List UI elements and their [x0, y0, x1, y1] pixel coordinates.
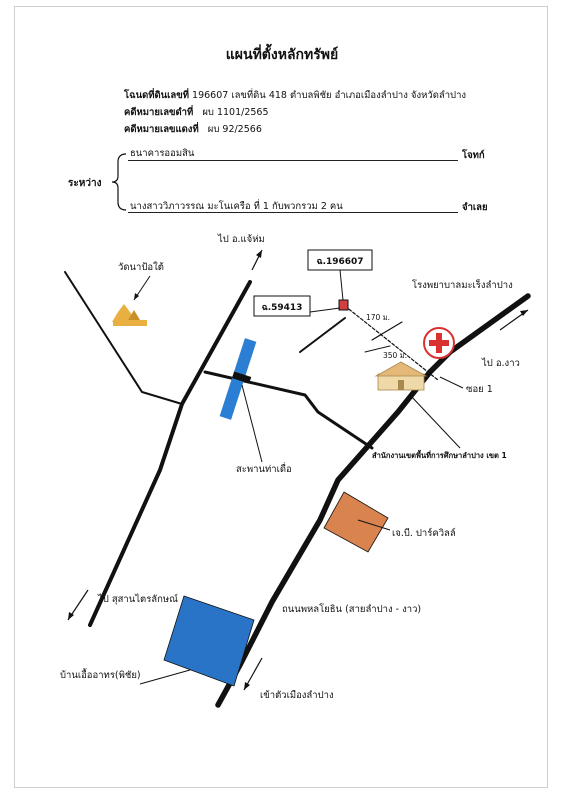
- soi-1-road: [344, 305, 439, 381]
- branch-170: [371, 321, 403, 341]
- to-cemetery-arrowhead: [68, 612, 74, 620]
- black-case-line: คดีหมายเลขดำที่ ผบ 1101/2565: [124, 105, 269, 120]
- deed-value: 196607 เลขที่ดิน 418 ตำบลพิชัย อำเภอเมือ…: [192, 90, 467, 101]
- deed-line: โฉนดที่ดินเลขที่ 196607 เลขที่ดิน 418 ตำ…: [124, 88, 466, 103]
- red-case-line: คดีหมายเลขแดงที่ ผบ 92/2566: [124, 122, 262, 137]
- distance-170-label: 170 ม.: [366, 313, 390, 322]
- brace-shape: [111, 153, 127, 211]
- soi-1-label: ซอย 1: [466, 384, 493, 395]
- to-chae-hom-label: ไป อ.แจ้ห่ม: [217, 233, 265, 245]
- red-case-label: คดีหมายเลขแดงที่: [124, 124, 199, 135]
- defendant-role: จำเลย: [462, 202, 488, 213]
- main-road-label: ถนนพหลโยธิน (สายลำปาง - งาว): [282, 603, 421, 615]
- main-road: [215, 293, 531, 708]
- baan-uea-leader: [139, 669, 191, 685]
- to-city-arrowhead: [244, 682, 250, 690]
- school-building-icon: [374, 361, 428, 391]
- temple-arrowhead: [134, 293, 139, 300]
- road-west: [88, 280, 252, 627]
- edu-office-leader: [409, 394, 461, 449]
- road-temple: [64, 271, 183, 405]
- deed-main-label: ฉ.196607: [316, 257, 363, 267]
- to-ngao-arrowhead: [520, 310, 528, 316]
- to-ngao-label: ไป อ.งาว: [481, 357, 520, 369]
- jp-park-leader: [357, 519, 391, 531]
- black-case-value: ผบ 1101/2565: [202, 107, 269, 118]
- black-case-label: คดีหมายเลขดำที่: [124, 107, 194, 118]
- temple-label: วัดนาป้อใต้: [118, 261, 164, 273]
- hospital-label: โรงพยาบาลมะเร็งลำปาง: [412, 278, 513, 291]
- red-case-value: ผบ 92/2566: [207, 124, 262, 135]
- deed-main-leader: [339, 269, 344, 301]
- road-network: [64, 271, 531, 708]
- north-arrowhead: [256, 250, 262, 258]
- hospital-cross-icon: [423, 327, 455, 359]
- plaintiff-name: ธนาคารออมสิน: [130, 148, 195, 159]
- baan-uea-plot: [163, 595, 255, 687]
- defendant-underline: [128, 212, 458, 213]
- bridge-label: สะพานท่าเดื่อ: [236, 462, 292, 475]
- between-label: ระหว่าง: [68, 178, 102, 189]
- deed-main-box: ฉ.196607: [307, 249, 373, 271]
- branch-350: [364, 345, 391, 353]
- road-deed-near: [299, 317, 346, 353]
- page-title: แผนที่ตั้งหลักทรัพย์: [225, 47, 339, 63]
- page-border: [14, 6, 548, 788]
- deed-near-leader: [309, 307, 341, 313]
- deed-near-box: ฉ.59413: [253, 295, 311, 317]
- baan-uea-label: บ้านเอื้ออาทร(พิชัย): [60, 668, 141, 681]
- deed-near-label: ฉ.59413: [262, 303, 303, 313]
- subject-plot-marker: [338, 299, 349, 311]
- distance-350-label: 350 ม.: [383, 351, 407, 360]
- deed-label: โฉนดที่ดินเลขที่: [124, 90, 189, 101]
- to-cemetery-label: ไป สุสานไตรลักษณ์: [97, 593, 178, 605]
- plaintiff-role: โจทก์: [462, 150, 485, 161]
- defendant-name: นางสาววิภาวรรณ มะโนเครือ ที่ 1 กับพวกรวม…: [130, 201, 343, 212]
- temple-icon: [112, 304, 147, 326]
- jp-park-plot: [323, 491, 389, 553]
- to-city-label: เข้าตัวเมืองลำปาง: [260, 690, 334, 701]
- bridge-deck: [231, 371, 252, 384]
- road-bridge: [203, 370, 374, 450]
- soi-1-leader: [439, 376, 464, 389]
- jp-park-label: เจ.บี. ปาร์ควิลล์: [392, 527, 456, 539]
- plaintiff-underline: [128, 160, 458, 161]
- bridge-leader: [241, 384, 263, 463]
- edu-office-label: สำนักงานเขตพื้นที่การศึกษาลำปาง เขต 1: [372, 449, 507, 460]
